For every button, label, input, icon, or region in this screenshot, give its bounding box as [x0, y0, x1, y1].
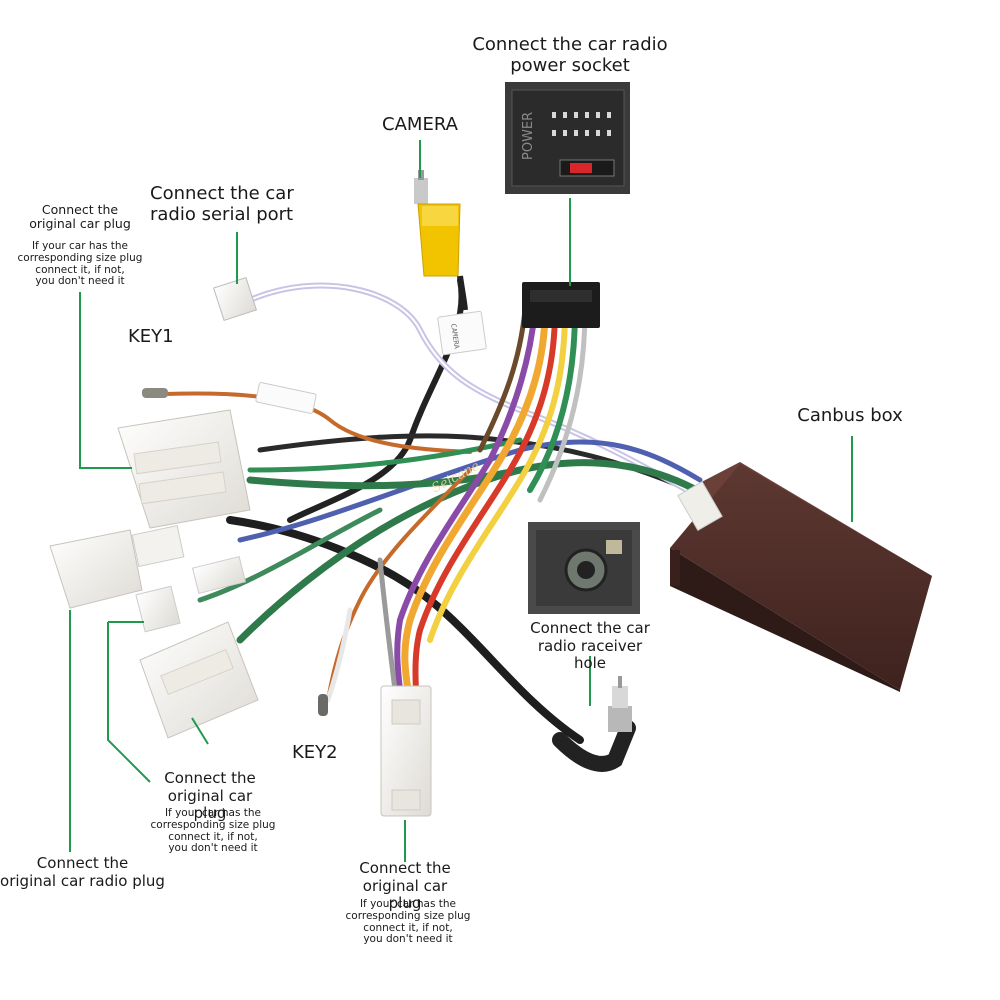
label-receiver-hole: Connect the car radio raceiver hole: [530, 619, 650, 673]
power-connector: [522, 282, 600, 328]
serial-port-plug: [212, 276, 258, 322]
label-camera: CAMERA: [382, 114, 458, 135]
key1-lead: [142, 388, 168, 398]
leader-lines: [69, 140, 853, 862]
wire-tags: [255, 310, 487, 414]
canbus-box-shape: [670, 462, 932, 692]
key2-lead: [318, 694, 328, 716]
label-key1: KEY1: [128, 326, 174, 347]
wire-bundle: [163, 277, 708, 744]
label-orig-plug-mid-title: Connect the original car plug: [164, 769, 256, 823]
fuse: [570, 163, 592, 173]
original-plug-medium: [139, 621, 259, 739]
camera-rca-plug: [414, 170, 468, 311]
camera-tag-text: CAMERA: [449, 323, 461, 350]
label-orig-plug-top-note: If your car has the corresponding size p…: [17, 240, 143, 288]
label-canbus: Canbus box: [797, 405, 903, 426]
original-plug-bottom: [380, 685, 432, 817]
label-key2: KEY2: [292, 742, 338, 763]
power-vertical-text: POWER: [521, 112, 536, 160]
label-orig-radio-plug: Connect the original car radio plug: [0, 854, 165, 890]
power-socket-photo: [505, 82, 630, 194]
original-radio-plug: [49, 524, 185, 609]
receiver-hole-photo: [528, 522, 640, 614]
label-orig-plug-bottom-title: Connect the original car plug: [359, 859, 451, 913]
small-plugs: [135, 555, 247, 633]
antenna-plug: [552, 676, 636, 772]
label-power-socket: Connect the car radio power socket: [472, 34, 668, 77]
original-plug-large: [117, 409, 251, 529]
label-serial-port: Connect the car radio serial port: [150, 183, 294, 226]
label-orig-plug-top-title: Connect the original car plug: [29, 202, 131, 232]
label-orig-plug-mid-note: If your car has the corresponding size p…: [150, 807, 276, 855]
label-orig-plug-bottom-note: If your car has the corresponding size p…: [345, 898, 471, 946]
